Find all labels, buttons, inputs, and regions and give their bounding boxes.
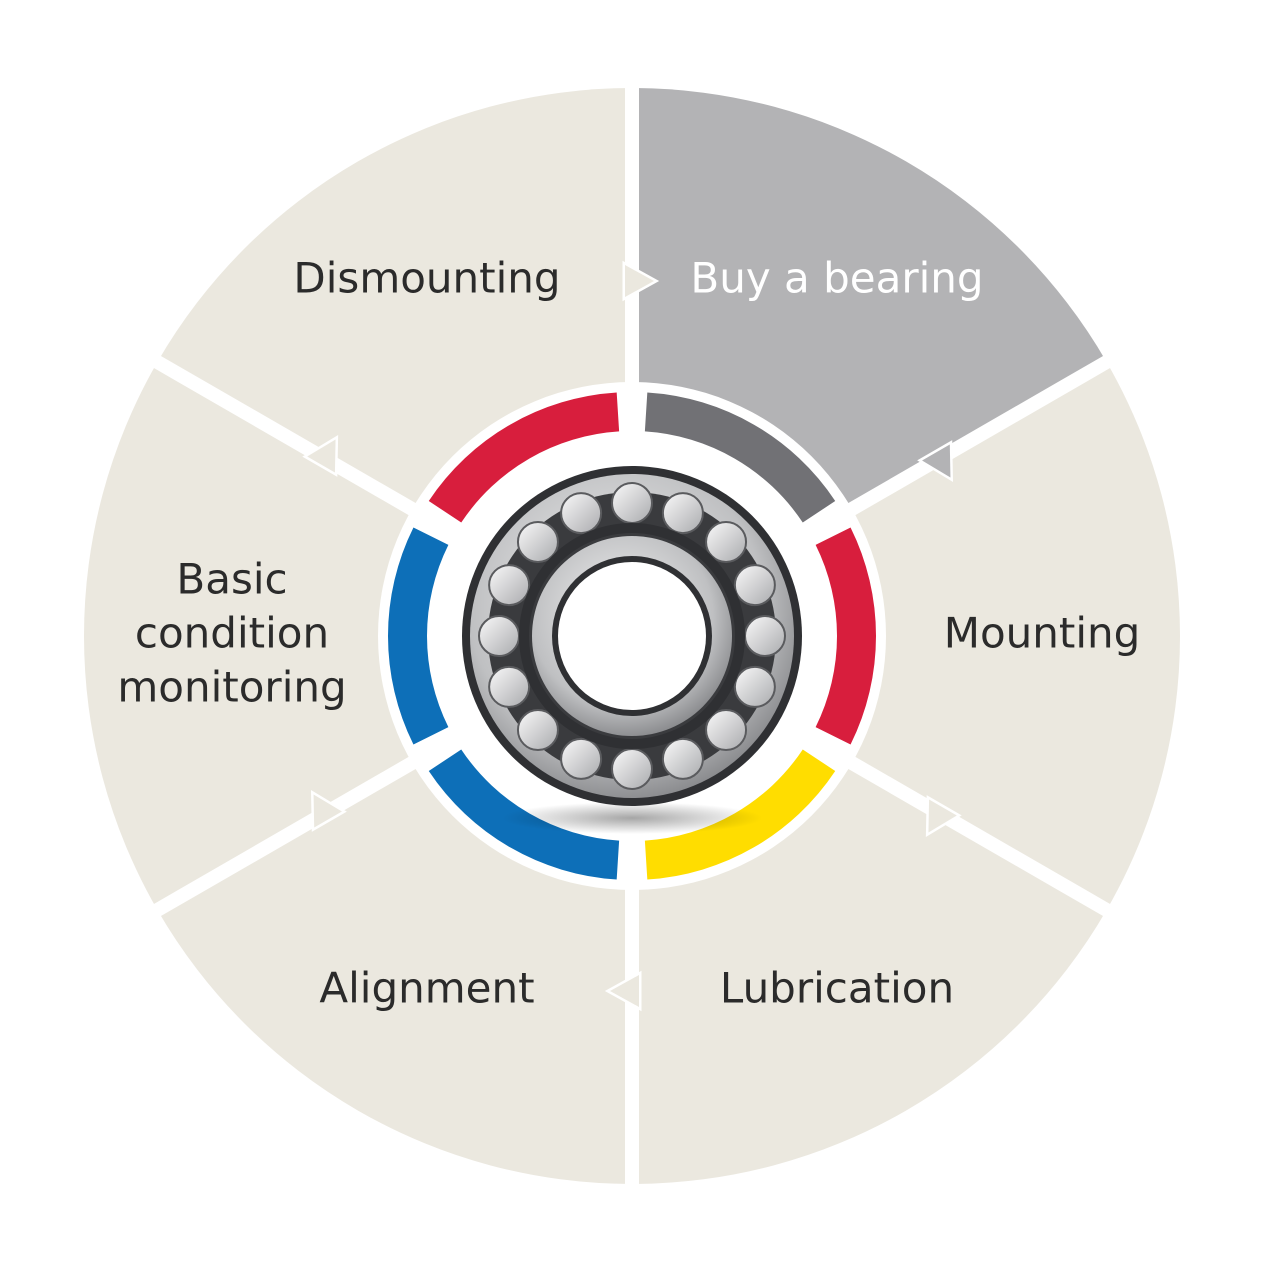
- bearing-shadow: [502, 802, 762, 834]
- arrow-notch-fill: [307, 439, 336, 473]
- bearing-inner-cage: [519, 523, 745, 749]
- segment-label-alignment: Alignment: [319, 964, 534, 1013]
- arrow-notch-fill: [922, 444, 951, 478]
- segment-label-condition: monitoring: [117, 663, 346, 712]
- roller: [744, 615, 786, 657]
- roller: [661, 737, 704, 780]
- ring-arc-dismounting: [428, 392, 620, 523]
- notches-layer: [302, 260, 962, 1012]
- segment-label-lubrication: Lubrication: [720, 964, 954, 1013]
- roller: [733, 564, 776, 607]
- roller: [516, 709, 559, 752]
- roller: [488, 564, 531, 607]
- segment-label-condition: condition: [135, 609, 329, 658]
- roller: [560, 492, 603, 535]
- ring-arc-mounting: [815, 527, 876, 745]
- roller: [560, 737, 603, 780]
- arrow-notch-fill: [625, 265, 654, 297]
- roller: [705, 520, 748, 563]
- roller: [661, 492, 704, 535]
- bearing-image: [462, 466, 802, 834]
- bearing-bore: [558, 562, 706, 710]
- segment-label-mounting: Mounting: [944, 609, 1141, 658]
- ring-arc-condition: [388, 527, 449, 745]
- roller: [478, 615, 520, 657]
- roller: [611, 482, 653, 524]
- segment-label-dismounting: Dismounting: [293, 253, 560, 302]
- roller: [611, 748, 653, 790]
- segment-label-buy: Buy a bearing: [690, 253, 983, 302]
- segment-label-condition: Basic: [176, 555, 287, 604]
- segment-condition: [83, 362, 632, 910]
- segment-mounting: [632, 362, 1180, 910]
- roller: [516, 520, 559, 563]
- arrow-notch-fill: [928, 799, 957, 833]
- arrow-notch-fill: [610, 975, 639, 1007]
- roller: [488, 665, 531, 708]
- roller: [733, 665, 776, 708]
- arrow-notch-fill: [313, 794, 342, 828]
- ring-arc-buy: [644, 392, 836, 523]
- roller: [705, 709, 748, 752]
